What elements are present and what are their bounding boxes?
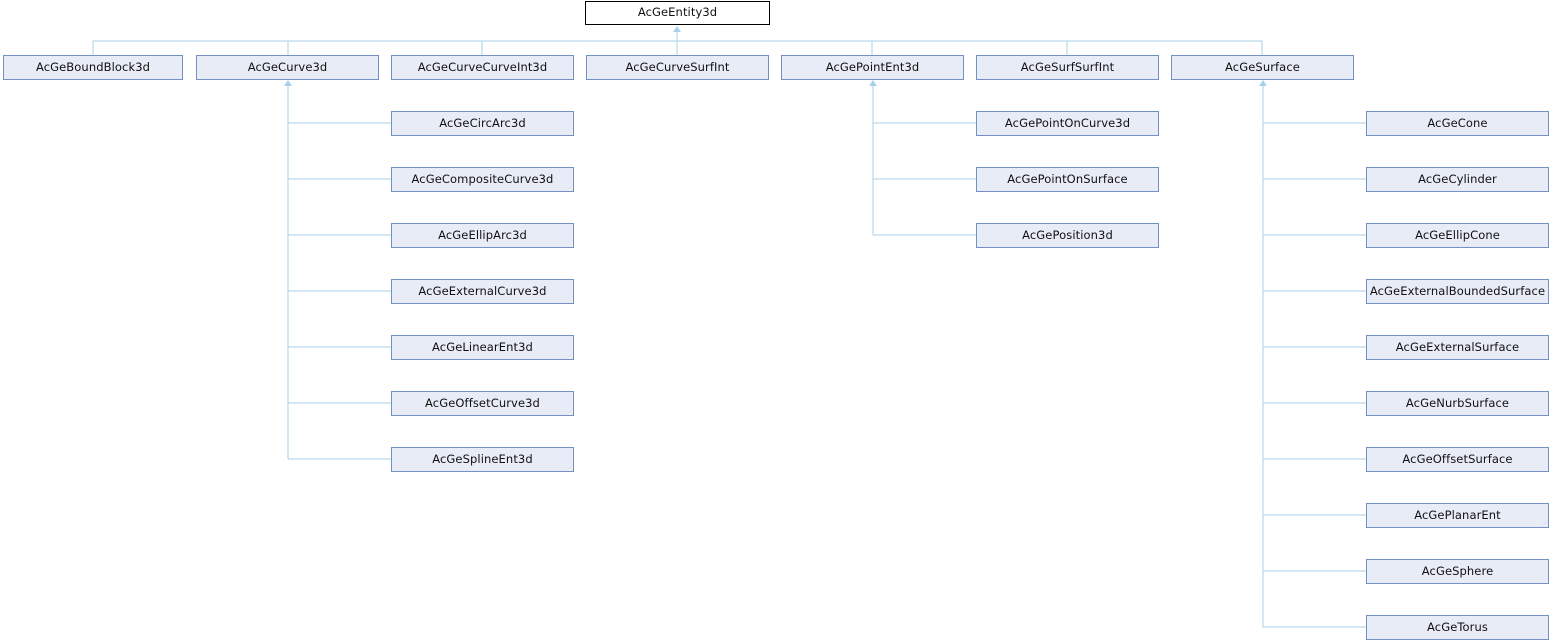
class-node-acgeentity3d[interactable]: AcGeEntity3d	[585, 1, 770, 25]
class-node-label: AcGeSphere	[1421, 563, 1494, 578]
class-node-label: AcGeEllipArc3d	[438, 227, 527, 242]
class-node-acgeexternalcurve3d[interactable]: AcGeExternalCurve3d	[391, 279, 574, 304]
class-node-label: AcGeCircArc3d	[439, 115, 526, 130]
class-node-label: AcGeTorus	[1427, 619, 1488, 634]
class-node-acgeplanarent[interactable]: AcGePlanarEnt	[1366, 503, 1549, 528]
class-node-acgenurbsurface[interactable]: AcGeNurbSurface	[1366, 391, 1549, 416]
class-node-label: AcGeSplineEnt3d	[432, 451, 533, 466]
class-node-label: AcGeOffsetCurve3d	[425, 395, 540, 410]
class-node-label: AcGeBoundBlock3d	[35, 59, 151, 74]
class-node-label: AcGeExternalBoundedSurface	[1369, 283, 1546, 298]
class-node-acgelinearent3d[interactable]: AcGeLinearEnt3d	[391, 335, 574, 360]
class-node-acgeboundblock3d[interactable]: AcGeBoundBlock3d	[3, 55, 183, 80]
class-node-label: AcGePointOnCurve3d	[1004, 115, 1131, 130]
inheritance-arrow-surface-trunk	[1259, 80, 1267, 86]
class-node-acgesurface[interactable]: AcGeSurface	[1171, 55, 1354, 80]
class-node-acgecurvesurfint[interactable]: AcGeCurveSurfInt	[586, 55, 769, 80]
class-node-label: AcGeLinearEnt3d	[432, 339, 533, 354]
class-node-acgeposition3d[interactable]: AcGePosition3d	[976, 223, 1159, 248]
class-node-label: AcGeExternalCurve3d	[418, 283, 547, 298]
class-node-label: AcGeOffsetSurface	[1402, 451, 1513, 466]
class-node-label: AcGeCurve3d	[247, 59, 328, 74]
class-node-acgecircarc3d[interactable]: AcGeCircArc3d	[391, 111, 574, 136]
class-node-acgesplineent3d[interactable]: AcGeSplineEnt3d	[391, 447, 574, 472]
inheritance-arrow-curve-trunk	[284, 80, 292, 86]
class-node-acgepointonsurface[interactable]: AcGePointOnSurface	[976, 167, 1159, 192]
class-node-acgeellipcone[interactable]: AcGeEllipCone	[1366, 223, 1549, 248]
class-node-label: AcGeNurbSurface	[1405, 395, 1510, 410]
class-node-label: AcGePlanarEnt	[1414, 507, 1501, 522]
class-node-acgeoffsetsurface[interactable]: AcGeOffsetSurface	[1366, 447, 1549, 472]
class-node-label: AcGePointEnt3d	[825, 59, 920, 74]
class-node-acgesurfsurfint[interactable]: AcGeSurfSurfInt	[976, 55, 1159, 80]
class-node-acgesphere[interactable]: AcGeSphere	[1366, 559, 1549, 584]
class-node-label: AcGePosition3d	[1022, 227, 1113, 242]
class-node-acgeexternalboundedsurface[interactable]: AcGeExternalBoundedSurface	[1366, 279, 1549, 304]
class-node-label: AcGeCone	[1427, 115, 1488, 130]
class-node-label: AcGeSurface	[1225, 59, 1300, 74]
class-node-acgecompositecurve3d[interactable]: AcGeCompositeCurve3d	[391, 167, 574, 192]
class-node-acgepointoncurve3d[interactable]: AcGePointOnCurve3d	[976, 111, 1159, 136]
class-node-acgetorus[interactable]: AcGeTorus	[1366, 615, 1549, 640]
class-node-label: AcGeCylinder	[1418, 171, 1497, 186]
class-node-label: AcGeEntity3d	[637, 5, 718, 20]
class-node-acgecurvecurveint3d[interactable]: AcGeCurveCurveInt3d	[391, 55, 574, 80]
class-node-acgeelliparc3d[interactable]: AcGeEllipArc3d	[391, 223, 574, 248]
class-node-label: AcGeEllipCone	[1415, 227, 1500, 242]
class-node-label: AcGeCompositeCurve3d	[411, 171, 554, 186]
class-node-label: AcGeSurfSurfInt	[1020, 59, 1115, 74]
class-node-label: AcGeExternalSurface	[1395, 339, 1520, 354]
class-node-acgeoffsetcurve3d[interactable]: AcGeOffsetCurve3d	[391, 391, 574, 416]
inheritance-arrow-point-trunk	[869, 80, 877, 86]
class-node-acgecylinder[interactable]: AcGeCylinder	[1366, 167, 1549, 192]
class-node-acgecurve3d[interactable]: AcGeCurve3d	[196, 55, 379, 80]
class-node-label: AcGeCurveSurfInt	[625, 59, 730, 74]
class-node-acgepointent3d[interactable]: AcGePointEnt3d	[781, 55, 964, 80]
inheritance-arrow-root	[673, 26, 681, 32]
class-node-label: AcGeCurveCurveInt3d	[417, 59, 548, 74]
class-node-acgeexternalsurface[interactable]: AcGeExternalSurface	[1366, 335, 1549, 360]
class-node-acgecone[interactable]: AcGeCone	[1366, 111, 1549, 136]
class-node-label: AcGePointOnSurface	[1007, 171, 1128, 186]
